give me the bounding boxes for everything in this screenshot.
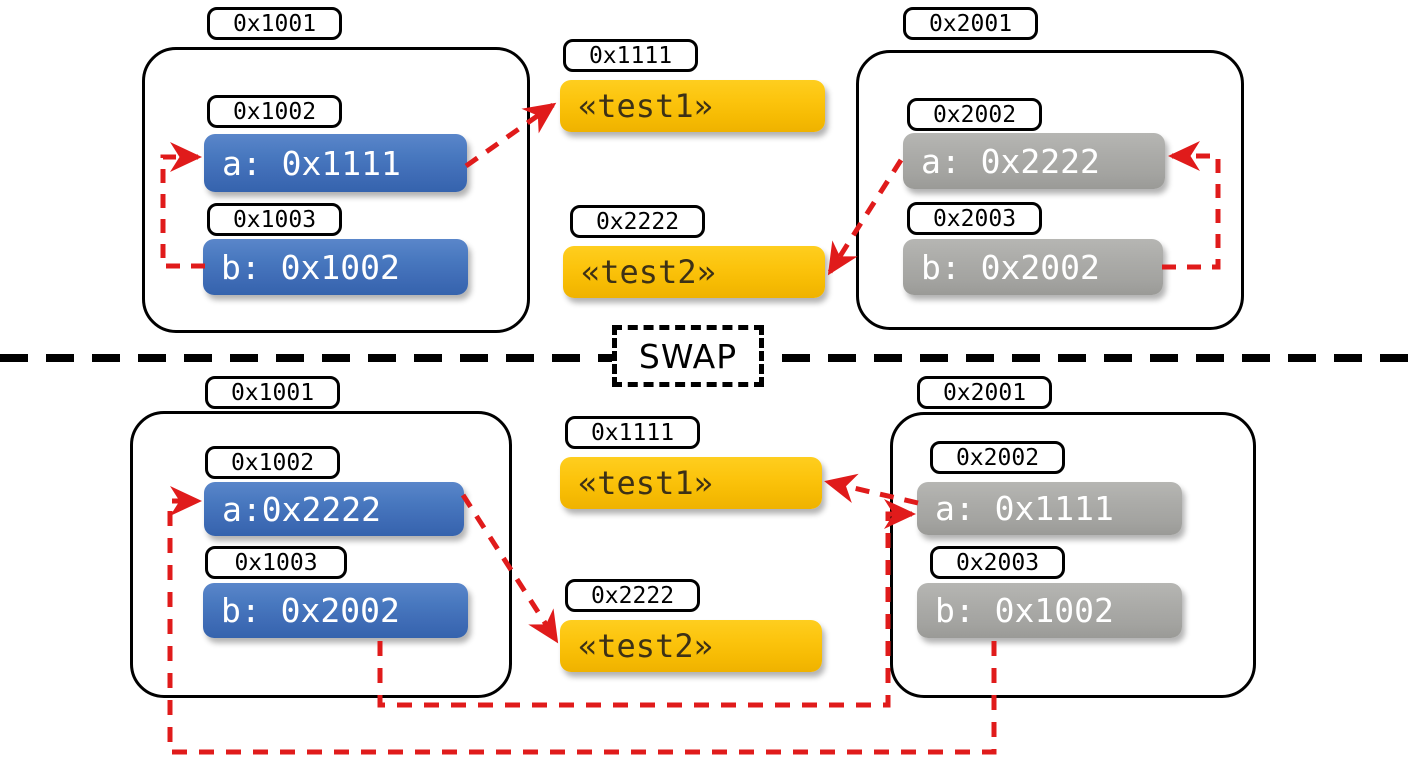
after-right-frame-address: 0x2001	[917, 376, 1052, 409]
before-right-slot1-value: b: 0x2002	[903, 239, 1163, 295]
after-heap0-address: 0x1111	[565, 416, 700, 449]
after-left-frame-address: 0x1001	[205, 376, 340, 409]
before-right-frame-address: 0x2001	[903, 7, 1038, 40]
before-right-slot0-value: a: 0x2222	[903, 133, 1165, 189]
after-left-slot0-address: 0x1002	[205, 446, 340, 479]
swap-label: SWAP	[638, 336, 738, 376]
after-right-slot0-address: 0x2002	[930, 441, 1065, 474]
after-left-slot0-value: a:0x2222	[204, 482, 464, 536]
after-heap0-value: «test1»	[560, 457, 822, 509]
before-left-slot0-address: 0x1002	[207, 95, 342, 128]
before-left-slot1-address: 0x1003	[207, 203, 342, 236]
after-heap1-value: «test2»	[560, 620, 822, 672]
after-left-slot1-value: b: 0x2002	[203, 583, 468, 638]
after-left-slot1-address: 0x1003	[205, 546, 347, 579]
after-right-slot0-value: a: 0x1111	[917, 482, 1182, 535]
before-heap1-value: «test2»	[563, 246, 825, 298]
after-right-slot1-address: 0x2003	[930, 546, 1065, 579]
after-right-slot1-value: b: 0x1002	[917, 583, 1182, 638]
after-heap1-address: 0x2222	[565, 579, 700, 612]
before-left-frame-address: 0x1001	[207, 7, 342, 40]
before-left-slot0-value: a: 0x1111	[204, 134, 467, 192]
before-left-slot1-value: b: 0x1002	[203, 239, 468, 295]
before-heap1-address: 0x2222	[570, 205, 705, 238]
before-right-slot1-address: 0x2003	[907, 202, 1042, 235]
before-right-slot0-address: 0x2002	[907, 98, 1042, 131]
swap-divider-box: SWAP	[612, 325, 764, 387]
before-heap0-value: «test1»	[560, 80, 825, 132]
before-heap0-address: 0x1111	[563, 39, 698, 72]
